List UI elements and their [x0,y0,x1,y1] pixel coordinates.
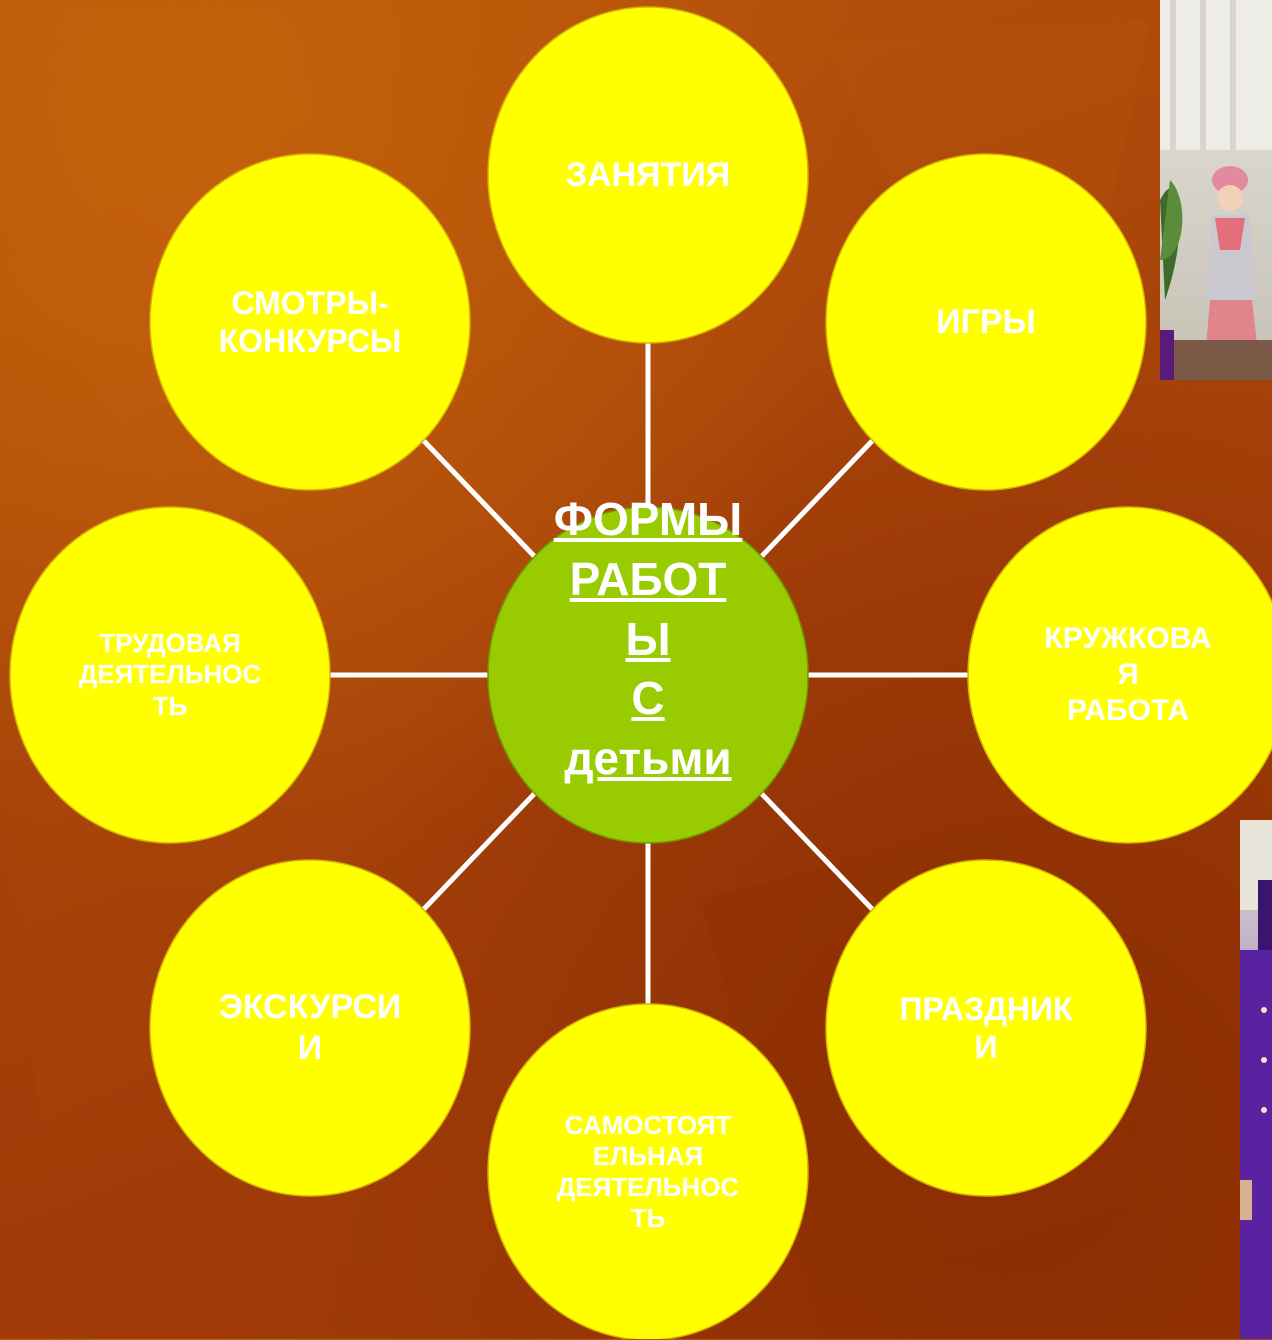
node-label: ПРАЗДНИК И [899,990,1073,1065]
child-photo-top [1160,0,1272,380]
child-photo-bottom [1240,820,1272,1339]
node-circle [487,6,809,344]
center-circle [487,506,809,844]
node-label: САМОСТОЯТ ЕЛЬНАЯ ДЕЯТЕЛЬНОС ТЬ [556,1109,740,1234]
node-circle [149,859,471,1197]
node-circle [825,153,1147,491]
node-label: СМОТРЫ- КОНКУРСЫ [218,284,402,359]
node-circle [149,153,471,491]
circles [9,6,1272,1339]
node-label: ИГРЫ [936,302,1036,341]
node-label: ЗАНЯТИЯ [565,155,731,194]
center-label: ФОРМЫ РАБОТ Ы С детьми [553,493,743,785]
node-circle [967,506,1272,844]
node-circle [825,859,1147,1197]
node-label: КРУЖКОВА Я РАБОТА [1044,622,1212,727]
node-circle [9,506,331,844]
node-label: ТРУДОВАЯ ДЕЯТЕЛЬНОС ТЬ [78,628,262,721]
node-label: ЭКСКУРСИ И [218,988,402,1067]
node-circle [487,1003,809,1339]
